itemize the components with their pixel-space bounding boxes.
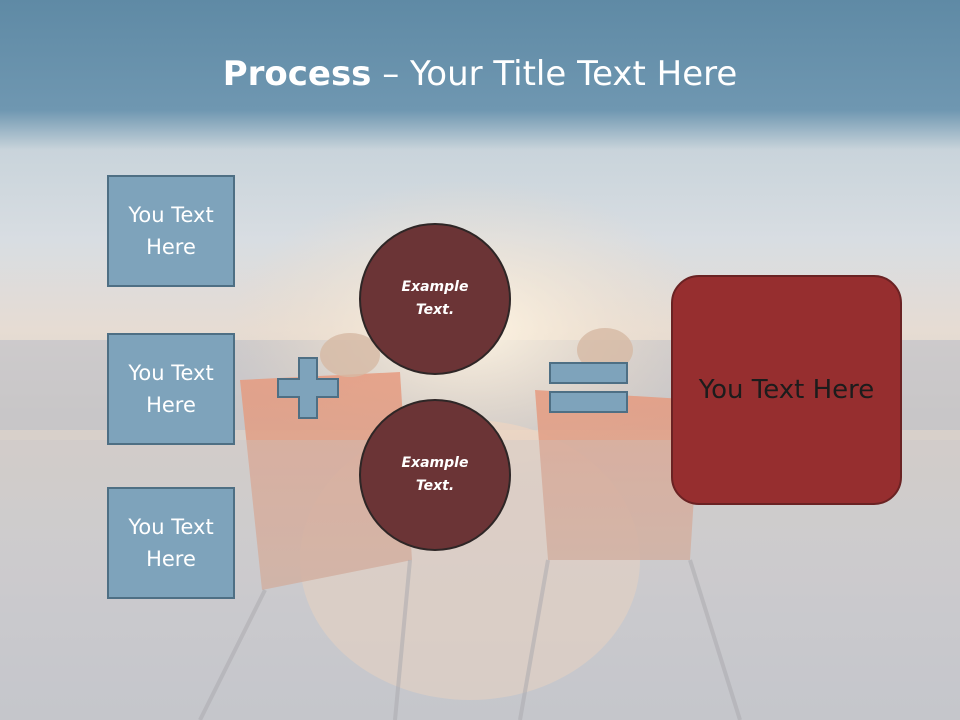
example-circle-2[interactable]: Example Text. bbox=[359, 399, 511, 551]
title-bold: Process bbox=[222, 54, 372, 94]
text-box-1[interactable]: You Text Here bbox=[107, 175, 235, 287]
equals-icon bbox=[549, 362, 628, 413]
example-circle-1[interactable]: Example Text. bbox=[359, 223, 511, 375]
text-box-2[interactable]: You Text Here bbox=[107, 333, 235, 445]
slide-title: Process – Your Title Text Here bbox=[0, 54, 960, 94]
example-circle-2-text: Example Text. bbox=[401, 455, 469, 494]
example-circle-1-text: Example Text. bbox=[401, 279, 469, 318]
plus-icon bbox=[277, 357, 339, 419]
text-box-3[interactable]: You Text Here bbox=[107, 487, 235, 599]
title-rest: – Your Title Text Here bbox=[371, 54, 738, 94]
result-box[interactable]: You Text Here bbox=[671, 275, 902, 505]
